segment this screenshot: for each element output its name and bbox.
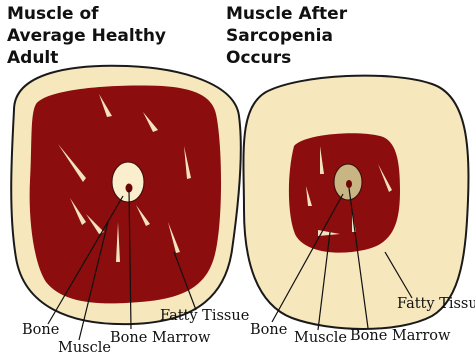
healthy-label-muscle: Muscle (58, 340, 111, 356)
sarcopenia-cross-section (243, 76, 468, 330)
sarcopenia-label-bone-marrow: Bone Marrow (350, 328, 450, 344)
sarcopenia-label-bone: Bone (250, 322, 287, 338)
healthy-bone (112, 162, 144, 202)
healthy-label-fatty-tissue: Fatty Tissue (160, 308, 249, 324)
sarcopenia-label-fatty-tissue: Fatty Tissue (397, 296, 475, 312)
sarcopenia-bone-marrow (346, 180, 352, 188)
healthy-cross-section (11, 66, 241, 340)
sarcopenia-label-muscle: Muscle (294, 330, 347, 346)
healthy-label-bone: Bone (22, 322, 59, 338)
healthy-label-bone-marrow: Bone Marrow (110, 330, 210, 346)
